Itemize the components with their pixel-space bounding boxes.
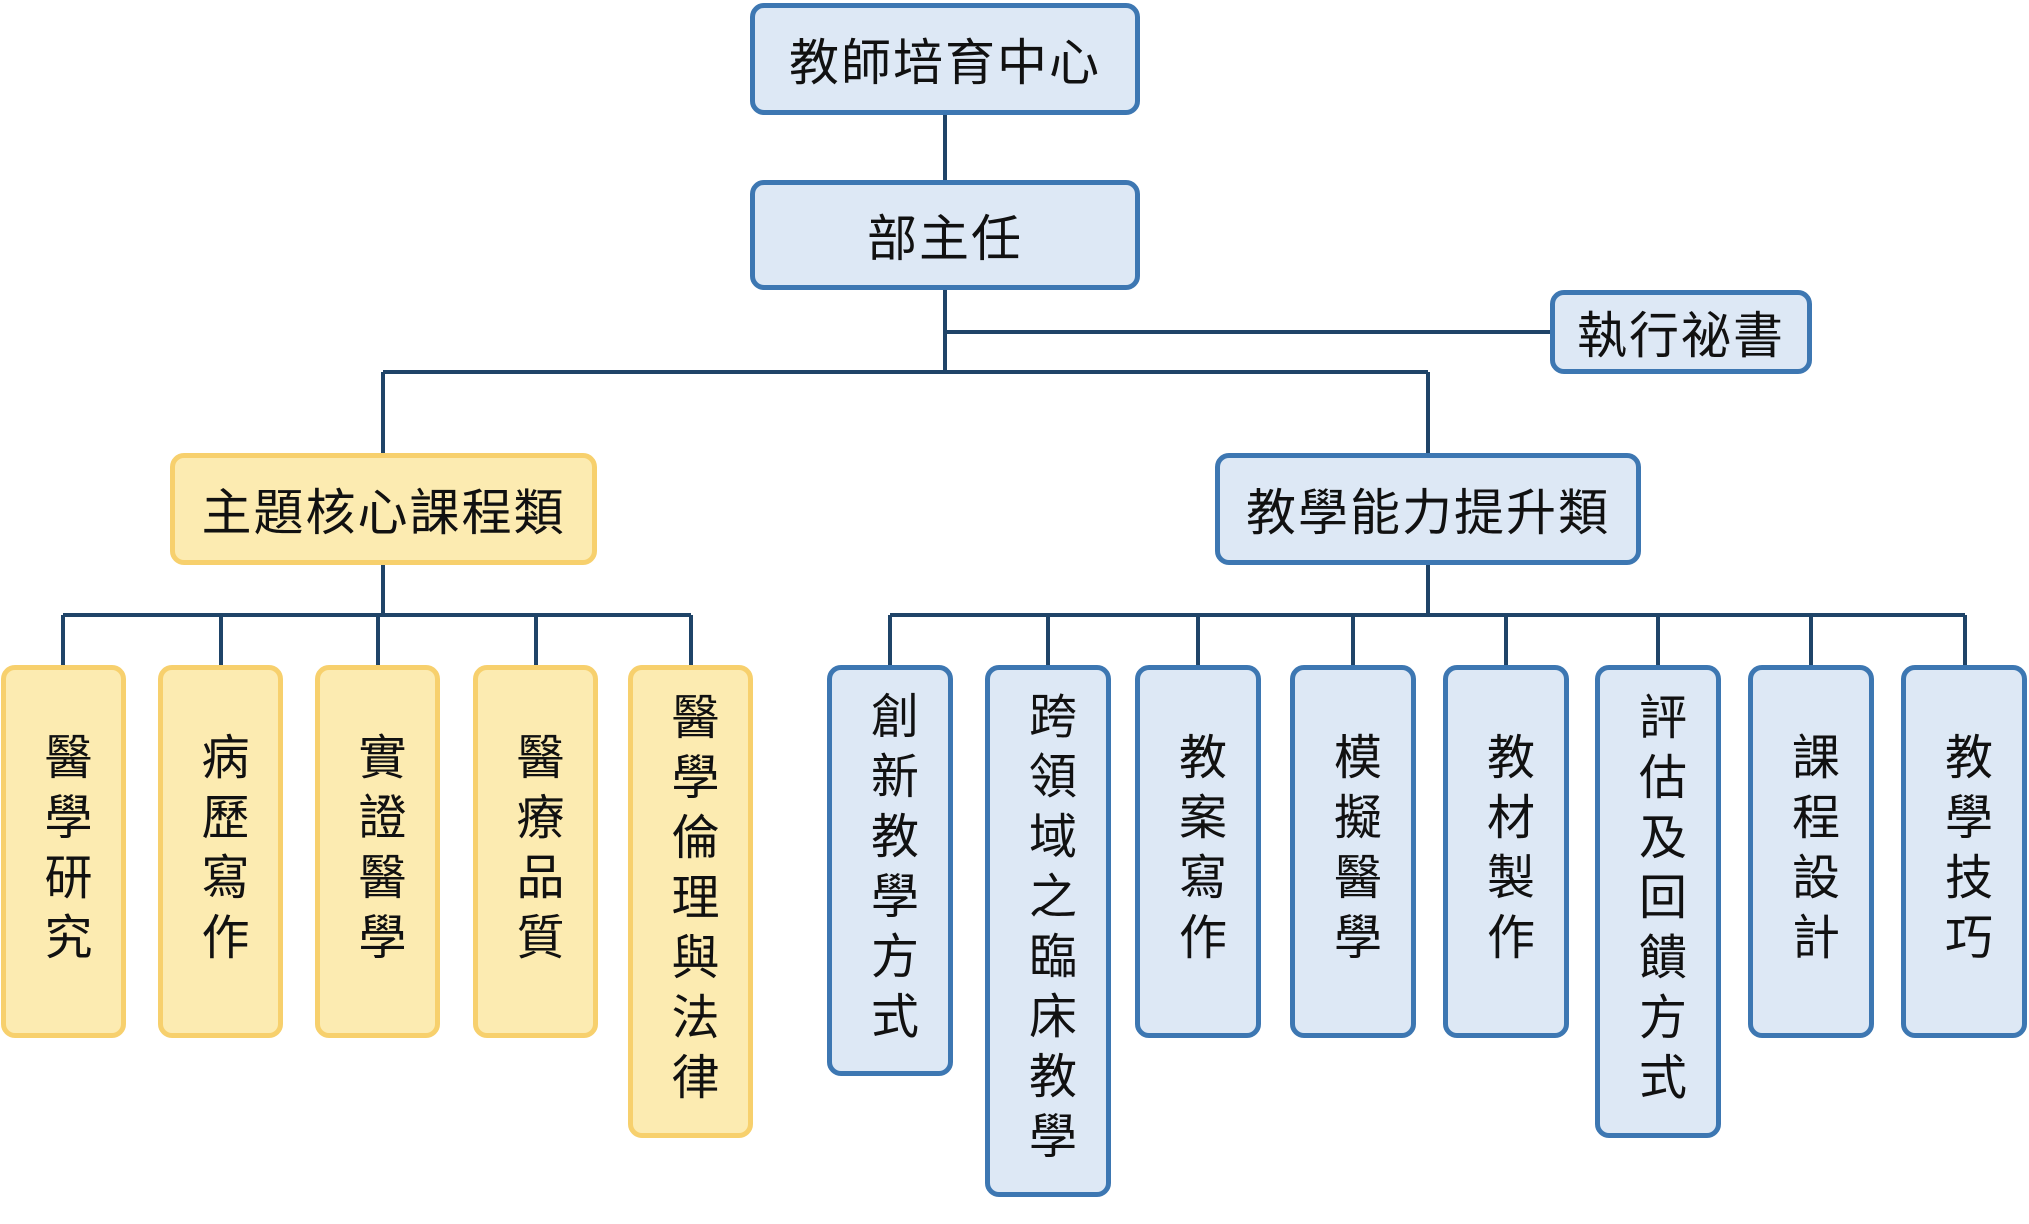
teaching-item-node: 跨領域之臨床教學: [985, 665, 1111, 1197]
secretary-node-label: 執行祕書: [1577, 307, 1785, 365]
teaching-item-node: 創新教學方式: [827, 665, 953, 1076]
secretary-node: 執行祕書: [1550, 290, 1812, 374]
teaching-item-node: 模擬醫學: [1290, 665, 1416, 1038]
teaching-item-node: 教材製作: [1443, 665, 1569, 1038]
category-teaching-label: 教學能力提升類: [1246, 484, 1610, 542]
core-item-node: 病歷寫作: [158, 665, 283, 1038]
core-item-node: 實證醫學: [315, 665, 440, 1038]
category-core-label: 主題核心課程類: [201, 484, 566, 542]
teaching-item-label: 教學技巧: [1936, 731, 1992, 972]
teaching-item-label: 評估及回饋方式: [1630, 691, 1686, 1112]
core-item-label: 醫學倫理與法律: [662, 691, 719, 1112]
director-node: 部主任: [750, 180, 1140, 290]
teaching-item-label: 模擬醫學: [1325, 731, 1381, 972]
teaching-item-node: 評估及回饋方式: [1595, 665, 1721, 1138]
core-item-node: 醫學倫理與法律: [628, 665, 753, 1138]
teaching-item-node: 課程設計: [1748, 665, 1874, 1038]
teaching-item-node: 教案寫作: [1135, 665, 1261, 1038]
teaching-item-label: 課程設計: [1783, 731, 1839, 972]
root-node-label: 教師培育中心: [789, 34, 1101, 92]
teaching-item-label: 創新教學方式: [862, 690, 918, 1051]
root-node: 教師培育中心: [750, 3, 1140, 115]
core-item-label: 醫療品質: [507, 731, 564, 972]
core-item-node: 醫學研究: [1, 665, 126, 1038]
teaching-item-label: 教材製作: [1478, 731, 1534, 972]
core-item-label: 醫學研究: [35, 731, 92, 972]
category-core-node: 主題核心課程類: [170, 453, 597, 565]
category-teaching-node: 教學能力提升類: [1215, 453, 1641, 565]
core-item-label: 病歷寫作: [192, 731, 249, 972]
core-item-node: 醫療品質: [473, 665, 598, 1038]
core-item-label: 實證醫學: [349, 731, 406, 972]
teaching-item-label: 教案寫作: [1170, 731, 1226, 972]
teaching-item-label: 跨領域之臨床教學: [1020, 691, 1076, 1171]
teaching-item-node: 教學技巧: [1901, 665, 2027, 1038]
director-node-label: 部主任: [867, 210, 1023, 268]
